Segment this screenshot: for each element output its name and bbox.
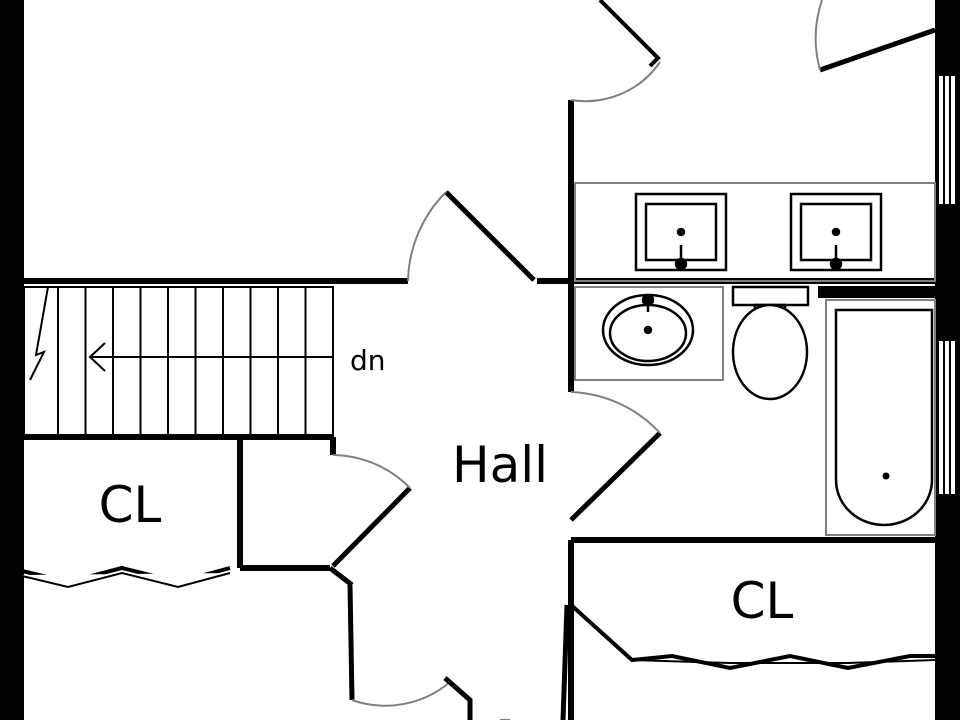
staircase	[23, 286, 334, 438]
sink-right	[789, 192, 883, 272]
door-hall-bedroom[interactable]	[407, 190, 537, 282]
door-bathroom[interactable]	[569, 391, 662, 522]
vanity-sink	[574, 286, 724, 381]
bifold-door-right-closet[interactable]	[569, 603, 936, 671]
sink-left	[634, 192, 728, 272]
exterior-wall-left	[0, 0, 24, 720]
room-label-closet-left: CL	[99, 476, 162, 534]
window-upper	[937, 74, 957, 206]
bathtub	[825, 299, 936, 536]
bathroom-counter	[574, 182, 936, 282]
door-closet-left[interactable]	[331, 454, 412, 568]
room-label-closet-right: CL	[731, 572, 794, 630]
door-bottom-pair[interactable]	[328, 566, 570, 720]
door-top-center[interactable]	[570, 0, 661, 103]
room-label-hall: Hall	[452, 436, 548, 494]
bifold-door-left-closet[interactable]	[17, 565, 231, 589]
door-top-right[interactable]	[814, 0, 936, 73]
window-lower	[937, 339, 957, 496]
stairs-direction-label: dn	[350, 344, 386, 377]
doors	[17, 0, 936, 720]
stair-arrow-icon	[88, 342, 106, 372]
toilet	[731, 285, 810, 401]
